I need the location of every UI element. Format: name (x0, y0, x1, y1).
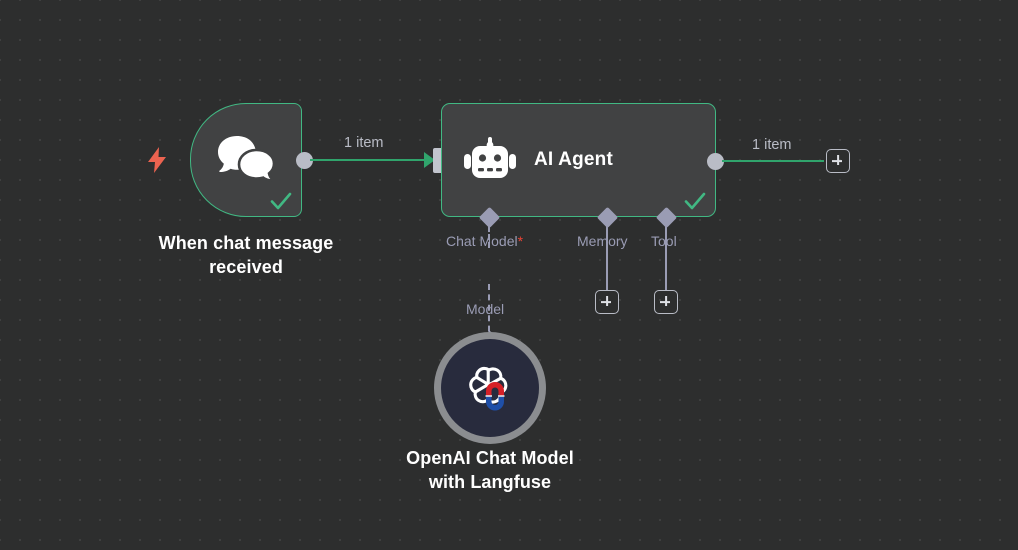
node-openai-chat-model[interactable] (434, 332, 546, 444)
openai-logo-icon (469, 366, 508, 411)
node-body-openai (441, 339, 539, 437)
node-ai-agent[interactable]: AI Agent (441, 103, 716, 217)
connection-label-items: 1 item (344, 135, 384, 151)
sub-input-label-chat-model-text: Chat Model (446, 233, 518, 249)
node-title-ai-agent: AI Agent (534, 149, 614, 170)
input-arrow-agent (424, 152, 435, 168)
output-endpoint-trigger[interactable] (296, 152, 313, 169)
sub-input-label-tool: Tool (651, 233, 677, 249)
success-check-icon (270, 192, 292, 210)
lightning-bolt-icon (148, 147, 166, 173)
success-check-icon (684, 192, 706, 210)
connection-memory-stem (606, 225, 609, 291)
connection-label-items: 1 item (752, 137, 792, 153)
node-label-trigger: When chat message received (158, 233, 334, 277)
langfuse-magnet-icon (485, 382, 505, 411)
sub-input-label-chat-model: Chat Model* (446, 233, 523, 249)
add-memory-node-button[interactable] (595, 290, 619, 314)
input-endpoint-agent[interactable] (433, 148, 443, 173)
node-label-openai-chat-model: OpenAI Chat Model with Langfuse (406, 448, 574, 492)
output-endpoint-agent[interactable] (707, 153, 724, 170)
sub-input-label-memory: Memory (577, 233, 628, 249)
connection-tool-stem (665, 225, 668, 291)
connection-agent-to-next[interactable] (722, 160, 824, 163)
required-marker-icon: * (517, 233, 524, 249)
connection-trigger-to-agent[interactable] (310, 159, 428, 162)
robot-icon (464, 137, 516, 178)
connection-agent-to-model-upper (488, 226, 490, 248)
connection-label-model: Model (466, 301, 505, 317)
node-when-chat-message-received[interactable] (190, 103, 302, 217)
connection-agent-to-model-lower[interactable] (488, 284, 490, 342)
add-next-node-button[interactable] (826, 149, 850, 173)
add-tool-node-button[interactable] (654, 290, 678, 314)
chat-bubbles-icon (218, 136, 276, 182)
